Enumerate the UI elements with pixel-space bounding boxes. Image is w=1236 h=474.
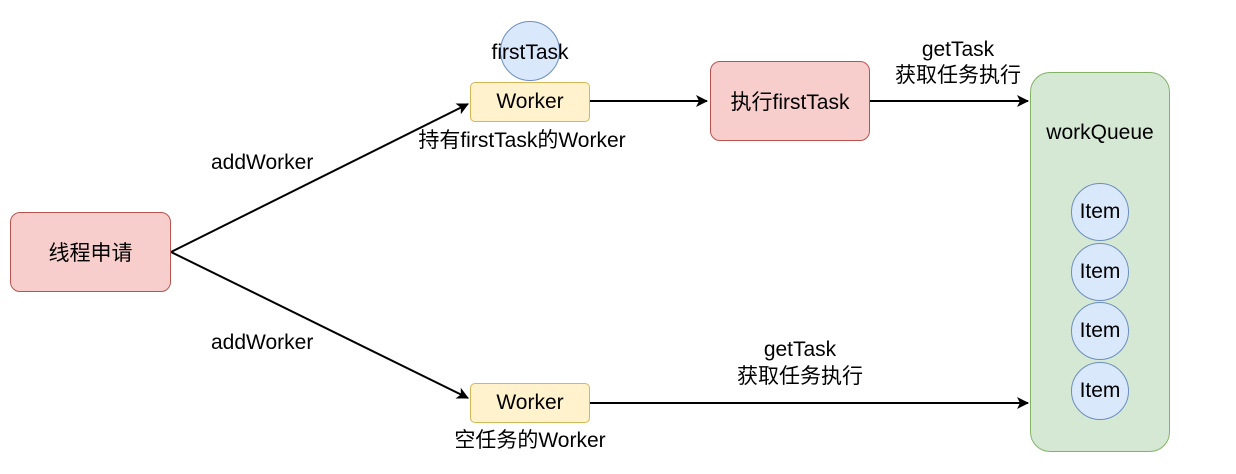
- worker-top-label: Worker: [496, 90, 564, 113]
- edge-request-to-worker-bottom: [170, 251, 469, 399]
- worker-with-first-task-caption: 持有firstTask的Worker: [418, 129, 626, 152]
- first-task-label: firstTask: [491, 41, 569, 64]
- queue-item-label: Item: [1079, 379, 1121, 402]
- queue-item: Item: [1071, 362, 1129, 420]
- get-task-top-label-2: 获取任务执行: [895, 64, 1021, 87]
- first-task-circle: [500, 21, 560, 81]
- get-task-top-label-1: getTask: [921, 38, 995, 61]
- queue-item: Item: [1071, 302, 1129, 360]
- thread-request-node: 线程申请: [10, 212, 171, 292]
- worker-top-node: Worker: [470, 82, 590, 122]
- queue-item-label: Item: [1079, 200, 1121, 223]
- execute-first-task-label: 执行firstTask: [730, 91, 850, 114]
- get-task-bottom-label-2: 获取任务执行: [737, 365, 863, 388]
- queue-item: Item: [1071, 183, 1129, 241]
- worker-bottom-node: Worker: [470, 383, 590, 423]
- edge-request-to-worker-top: [170, 103, 469, 253]
- thread-request-label: 线程申请: [48, 242, 133, 265]
- worker-bottom-label: Worker: [496, 391, 564, 414]
- work-queue-label: workQueue: [1046, 121, 1154, 144]
- queue-item: Item: [1071, 243, 1129, 301]
- empty-worker-caption: 空任务的Worker: [454, 429, 606, 452]
- queue-item-label: Item: [1079, 319, 1121, 342]
- queue-item-label: Item: [1079, 260, 1121, 283]
- get-task-bottom-label-1: getTask: [763, 338, 837, 361]
- add-worker-bottom-label: addWorker: [211, 331, 314, 354]
- add-worker-top-label: addWorker: [211, 151, 314, 174]
- execute-first-task-node: 执行firstTask: [710, 61, 870, 141]
